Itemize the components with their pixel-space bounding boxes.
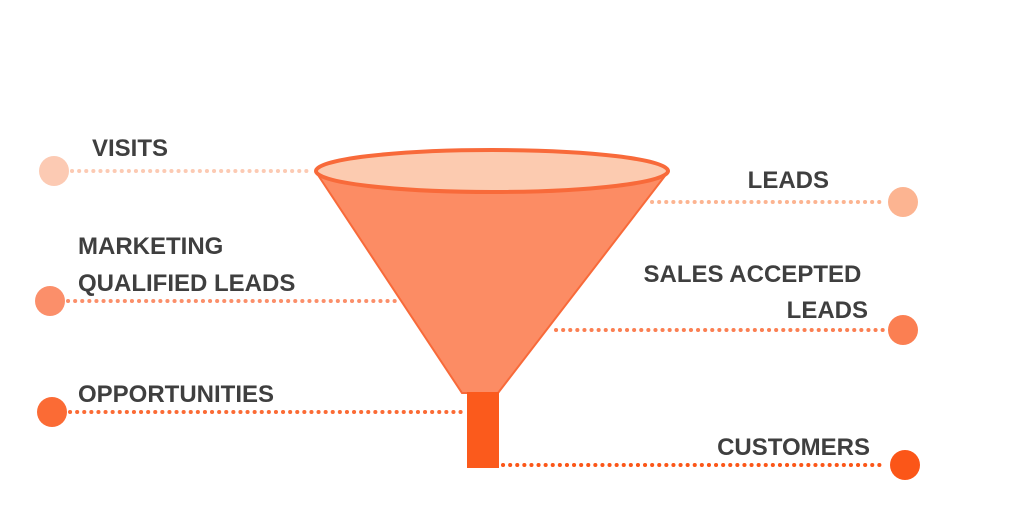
stage-customers: CUSTOMERS <box>501 434 920 480</box>
stage-label-visits: VISITS <box>92 135 168 162</box>
stage-label-sal: SALES ACCEPTED LEADS <box>644 261 868 324</box>
stage-dot-sal <box>888 315 918 345</box>
funnel-rim <box>314 148 670 194</box>
stage-leads: LEADS <box>650 167 918 217</box>
stage-label-mql: MARKETING QUALIFIED LEADS <box>78 233 295 297</box>
stage-visits: VISITS <box>39 135 314 186</box>
stage-label-customers: CUSTOMERS <box>717 434 870 461</box>
funnel <box>314 148 671 468</box>
stage-opportunities: OPPORTUNITIES <box>37 381 467 427</box>
stage-dot-customers <box>890 450 920 480</box>
stage-mql: MARKETING QUALIFIED LEADS <box>35 233 402 316</box>
stage-sal: SALES ACCEPTED LEADS <box>554 261 918 345</box>
stage-dot-mql <box>35 286 65 316</box>
stage-dot-opportunities <box>37 397 67 427</box>
stage-label-leads: LEADS <box>748 167 829 194</box>
stage-dot-leads <box>888 187 918 217</box>
funnel-cone <box>314 171 671 394</box>
stage-dot-visits <box>39 156 69 186</box>
funnel-spout <box>467 392 499 468</box>
stage-label-opportunities: OPPORTUNITIES <box>78 381 274 408</box>
